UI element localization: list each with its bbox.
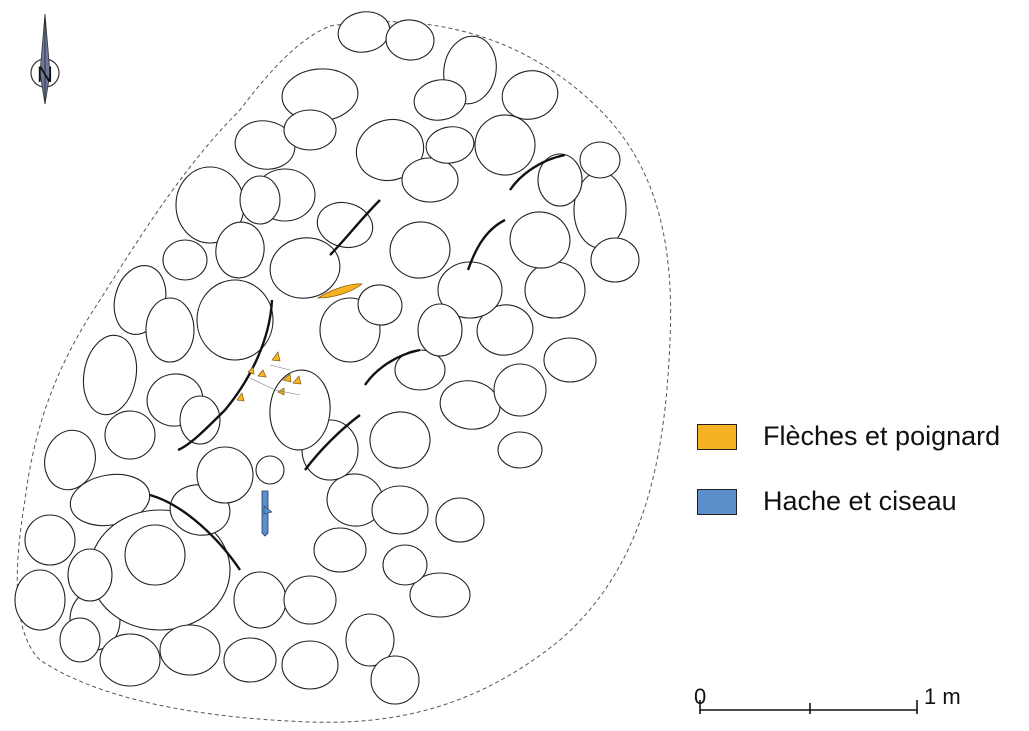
stone — [543, 337, 597, 383]
stone — [524, 261, 586, 319]
chamber-walls — [149, 153, 566, 571]
north-arrow: N — [30, 13, 60, 105]
monument-boundary — [16, 21, 672, 723]
legend-swatch-yellow — [697, 423, 737, 450]
stone — [425, 126, 475, 164]
stone — [269, 237, 341, 299]
stone — [283, 109, 337, 151]
stone — [435, 497, 485, 543]
stones — [14, 11, 640, 705]
stone — [313, 527, 367, 573]
dagger — [316, 283, 364, 299]
stone — [509, 211, 571, 269]
chisel — [263, 505, 273, 515]
stone — [370, 655, 420, 705]
stone — [389, 221, 451, 279]
legend-item-axe-chisel: Hache et ciseau — [697, 486, 957, 517]
arrowhead — [282, 373, 292, 383]
stone — [159, 624, 221, 676]
stone — [82, 334, 138, 416]
stone — [474, 114, 536, 176]
stone — [67, 548, 113, 602]
stone — [59, 617, 101, 663]
stone — [196, 279, 274, 361]
stone — [196, 446, 254, 504]
stone — [385, 19, 435, 61]
stone — [413, 79, 467, 121]
arrowhead — [292, 375, 302, 385]
stone — [537, 153, 583, 207]
stone — [162, 239, 208, 281]
stone — [99, 633, 161, 687]
scale-bar — [699, 700, 918, 714]
stone — [493, 363, 547, 417]
stone — [179, 395, 221, 445]
stone — [145, 297, 195, 363]
stone — [14, 569, 66, 631]
stone — [255, 455, 285, 485]
stone — [371, 485, 429, 535]
legend-label: Flèches et poignard — [763, 421, 1001, 451]
legend-swatch-blue — [697, 488, 737, 515]
stone — [44, 429, 96, 491]
stone — [409, 572, 471, 618]
stone — [283, 575, 337, 625]
stone — [590, 237, 640, 283]
arrowhead — [236, 392, 245, 402]
stone — [345, 613, 395, 667]
north-label: N — [37, 62, 53, 87]
stone — [24, 514, 76, 566]
stone — [239, 175, 281, 225]
arrows-and-dagger — [236, 283, 364, 402]
stone — [281, 640, 339, 690]
stone — [369, 411, 431, 469]
stone — [104, 410, 156, 460]
arrowhead — [247, 366, 255, 375]
stone — [579, 141, 621, 179]
scale-start-label: 0 — [694, 684, 707, 709]
stone — [476, 304, 534, 356]
stone — [401, 157, 459, 203]
stone — [439, 380, 501, 430]
stone — [417, 303, 463, 357]
stone — [355, 118, 425, 182]
find-spot-lines — [249, 364, 301, 396]
arrowhead — [271, 351, 281, 362]
axe-and-chisel — [261, 490, 273, 537]
stone — [124, 524, 186, 586]
stone — [223, 637, 277, 683]
arrowhead — [257, 369, 267, 378]
scale-end-label: 1 m — [924, 684, 961, 709]
stone — [215, 221, 265, 279]
stone — [337, 11, 391, 53]
stone — [234, 120, 296, 170]
stone — [233, 571, 287, 629]
legend-label: Hache et ciseau — [763, 486, 957, 516]
stone — [501, 70, 559, 120]
stone — [382, 544, 428, 586]
legend-item-arrows-dagger: Flèches et poignard — [697, 421, 1000, 452]
stone — [497, 431, 543, 469]
stone — [357, 284, 403, 326]
stone — [269, 369, 331, 451]
